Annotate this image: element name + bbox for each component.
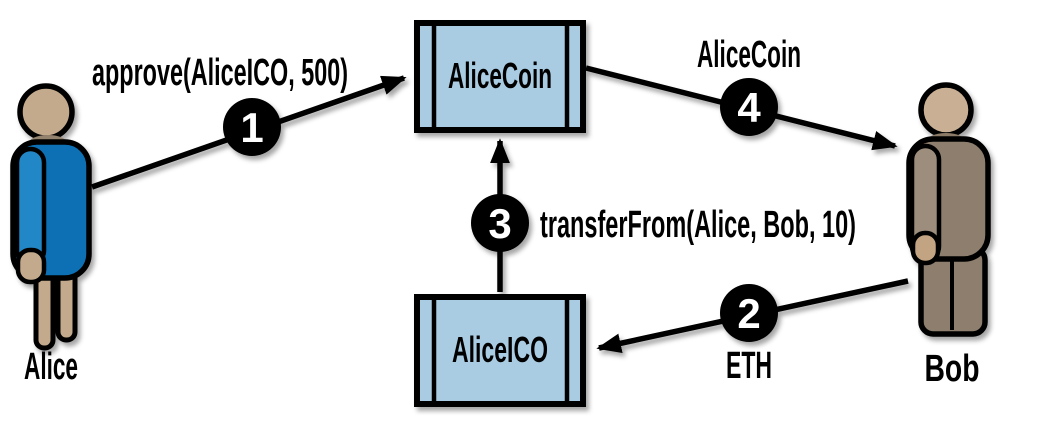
aliceico-box-label: AliceICO [452, 329, 548, 370]
step-4-label: AliceCoin [697, 34, 801, 76]
step-2-number: 2 [737, 290, 760, 337]
step-1-label: approve(AliceICO, 500) [92, 52, 348, 94]
step-2-label: ETH [726, 345, 772, 387]
alicecoin-box-rect [414, 20, 586, 133]
alicecoin-box-label: AliceCoin [448, 55, 552, 96]
step-1-badge [223, 98, 281, 156]
step-1-number: 1 [240, 104, 263, 151]
alice-arm [14, 146, 47, 267]
aliceico-box-rect [414, 294, 586, 407]
aliceico-contract-box [414, 294, 586, 407]
bob-figure [906, 82, 991, 337]
step-3-number: 3 [488, 200, 511, 247]
alice-figure [10, 83, 92, 351]
bob-hand [910, 230, 941, 266]
step-2-badge [720, 284, 778, 342]
step-3-badge [471, 194, 529, 252]
step-4-badge [720, 78, 778, 136]
bob-label: Bob [925, 348, 980, 390]
alice-hand [15, 247, 47, 285]
alice-head-icon [17, 83, 75, 141]
step-4-number: 4 [737, 84, 761, 131]
bob-head-icon [918, 82, 974, 138]
step-3-label: transferFrom(Alice, Bob, 10) [540, 204, 856, 246]
alice-label: Alice [24, 346, 78, 388]
alicecoin-contract-box [414, 20, 586, 133]
